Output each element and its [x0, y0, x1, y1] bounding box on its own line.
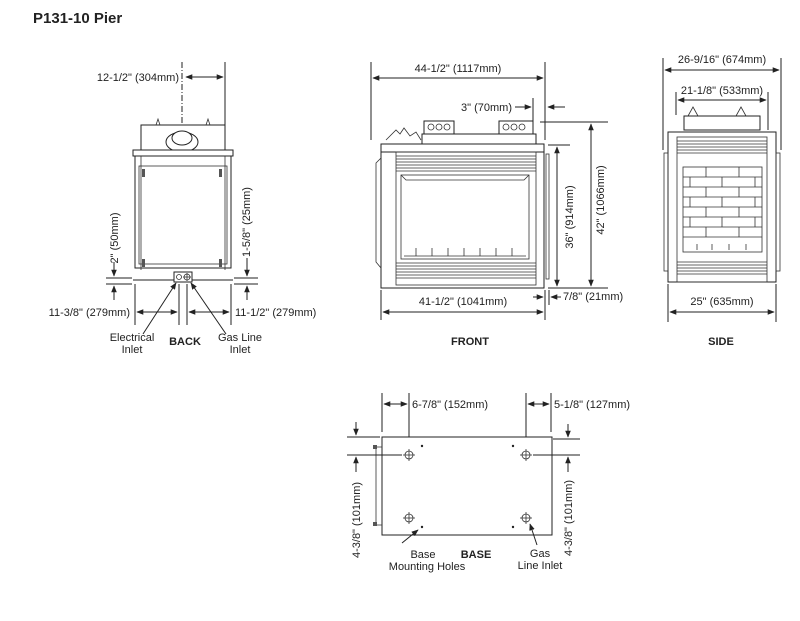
- brick-pattern: [683, 167, 762, 250]
- pin-dot: [511, 444, 515, 448]
- dim-base-width: 41-1/2" (1041mm): [419, 296, 507, 308]
- bracket-screw: [373, 445, 377, 449]
- pin-dot: [420, 444, 424, 448]
- gas-inlet-hole: [520, 512, 532, 524]
- vent-hole: [427, 123, 435, 131]
- dim-electrical-left: 11-3/8" (279mm): [49, 307, 130, 319]
- back-top-tabs: [155, 117, 211, 126]
- dim-right-depth: 4-3/8" (101mm): [563, 480, 575, 556]
- view-label-front: FRONT: [451, 336, 489, 348]
- back-body-top: [132, 149, 234, 157]
- dim-height-36: 36" (914mm): [564, 185, 576, 248]
- dim-top-width: 21-1/8" (533mm): [681, 85, 763, 97]
- back-bracket: [219, 259, 222, 267]
- right-side-trim: [545, 153, 550, 280]
- side-trim-left: [663, 152, 669, 272]
- mounting-leader: [401, 529, 419, 544]
- callout-electrical-2: Inlet: [122, 344, 143, 356]
- firebox-window-top: [400, 174, 530, 181]
- side-face: [676, 136, 768, 283]
- dim-front-width: 44-1/2" (1117mm): [415, 63, 502, 75]
- dim-side-base-width: 25" (635mm): [690, 296, 753, 308]
- side-upper-louvers: [677, 140, 767, 154]
- firebox-window: [400, 174, 530, 260]
- side-top-tabs: [687, 106, 747, 117]
- back-view: 12-1/2" (304mm) 2" (50mm) 1-5: [49, 62, 316, 356]
- dim-gas-right: 11-1/2" (279mm): [235, 307, 316, 319]
- side-firebox: [682, 166, 763, 253]
- callout-gas-base-1: Gas: [530, 548, 551, 560]
- dim-top-offset: 3" (70mm): [461, 102, 512, 114]
- base-view: 6-7/8" (152mm) 5-1/8" (127mm) 4-3/8" (10…: [347, 393, 630, 573]
- pin-dot: [420, 525, 424, 529]
- front-body: [380, 151, 545, 289]
- front-face: [395, 151, 537, 286]
- side-top-box: [683, 115, 761, 131]
- dim-electrical-height: 2" (50mm): [109, 213, 121, 264]
- upper-louvers: [396, 155, 536, 172]
- top-hood: [385, 127, 422, 141]
- back-bracket: [142, 259, 145, 267]
- side-trim-right: [775, 152, 781, 272]
- mounting-hole: [403, 512, 415, 524]
- dim-left-depth: 4-3/8" (101mm): [351, 482, 363, 558]
- dim-right-hole: 5-1/8" (127mm): [554, 399, 630, 411]
- callout-mounting-1: Base: [410, 549, 435, 561]
- dim-left-hole: 6-7/8" (152mm): [412, 399, 488, 411]
- electrical-inlet-icon: [176, 274, 182, 280]
- front-view: 44-1/2" (1117mm) 3" (70mm): [370, 62, 623, 348]
- callout-gas-base-2: Line Inlet: [518, 560, 563, 572]
- electrical-leader: [142, 282, 177, 335]
- dim-side-offset: 7/8" (21mm): [563, 291, 623, 303]
- lower-louvers: [396, 262, 536, 279]
- view-label-base: BASE: [461, 549, 492, 561]
- gas-inlet-leader: [529, 523, 538, 546]
- dim-height-42: 42" (1066mm): [595, 165, 607, 234]
- gas-leader: [190, 282, 227, 335]
- vent-hole: [502, 123, 510, 131]
- top-vent-right: [498, 120, 534, 135]
- callout-electrical-1: Electrical: [110, 332, 155, 344]
- dim-flue-offset: 12-1/2" (304mm): [97, 72, 179, 84]
- base-side-bracket: [375, 446, 382, 526]
- view-label-side: SIDE: [708, 336, 734, 348]
- dim-side-width: 26-9/16" (674mm): [678, 54, 766, 66]
- flue-outlet: [171, 130, 193, 146]
- callout-gas-2: Inlet: [230, 344, 251, 356]
- back-bracket: [142, 169, 145, 177]
- left-side-profile: [375, 157, 382, 269]
- back-panel: [138, 165, 228, 265]
- callout-gas-1: Gas Line: [218, 332, 262, 344]
- side-view: 26-9/16" (674mm) 21-1/8" (533mm): [662, 54, 782, 348]
- bracket-screw: [373, 522, 377, 526]
- vent-hole: [518, 123, 526, 131]
- side-lower-louvers: [677, 261, 767, 275]
- mounting-hole: [403, 449, 415, 461]
- log-grate: [404, 248, 526, 257]
- dim-gas-height: 1-5/8" (25mm): [241, 187, 253, 257]
- back-body: [134, 155, 232, 269]
- vent-hole: [435, 123, 443, 131]
- vent-hole: [443, 123, 451, 131]
- callout-mounting-2: Mounting Holes: [389, 561, 466, 573]
- mounting-hole: [520, 449, 532, 461]
- front-top-trim: [380, 143, 545, 153]
- base-outline: [381, 436, 553, 536]
- pin-dot: [511, 525, 515, 529]
- top-box: [421, 133, 537, 145]
- vent-hole: [510, 123, 518, 131]
- back-bracket: [219, 169, 222, 177]
- view-label-back: BACK: [169, 336, 201, 348]
- page-title: P131-10 Pier: [33, 10, 123, 27]
- top-vent-left: [423, 120, 455, 135]
